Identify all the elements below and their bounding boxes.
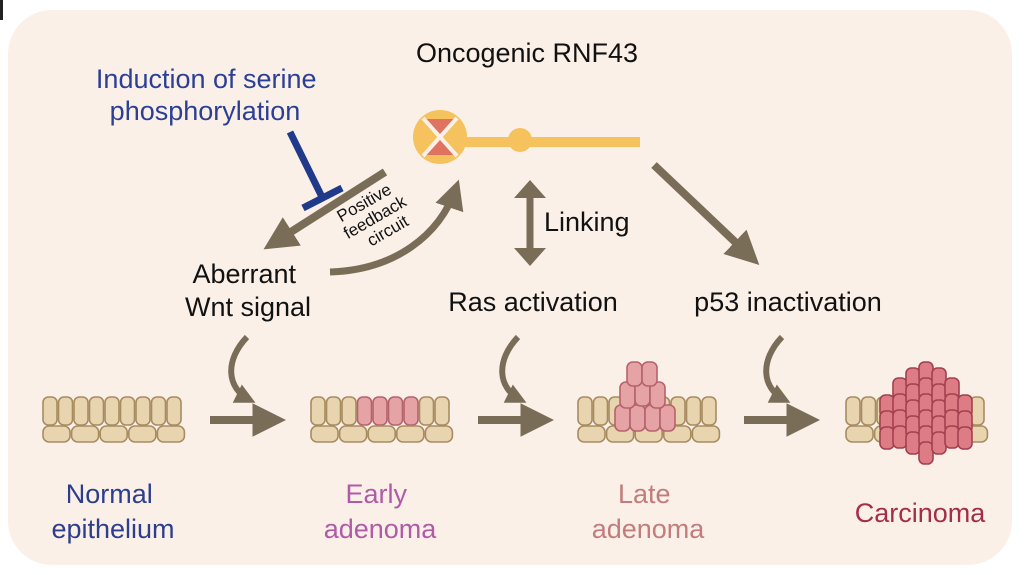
ras-activation-label: Ras activation [448,287,618,317]
epithelial-cell [104,396,120,426]
rnf43-to-p53-arrow [651,162,760,265]
basal-cell [577,425,606,443]
basal-cell [691,425,721,443]
induction-line-1: Induction of serine [96,64,317,94]
early-line-2: adenoma [324,514,438,544]
p53-curved-arrow [763,334,791,403]
tumor-cell [918,441,934,465]
epithelial-cell [88,396,105,426]
normal-line-2: epithelium [51,514,174,544]
epithelial-cell [73,396,89,426]
linking-double-arrow [514,180,546,266]
late-line-2: adenoma [592,514,706,544]
epithelial-cell [356,396,373,426]
linking-label: Linking [544,207,630,237]
rnf43-protein-icon [413,110,640,164]
tumor-cell [931,431,947,455]
epithelial-cell [310,396,326,426]
stage-label-late: Late adenoma [592,479,706,544]
epithelial-cell [403,396,419,426]
epithelial-cell [341,396,357,426]
epithelial-cell [860,396,877,426]
epithelial-cell [592,396,609,426]
stage-label-early: Early adenoma [324,479,438,544]
basal-cell [338,425,368,443]
tumor-cell [944,425,960,449]
induction-label: Induction of serine phosphorylation [96,64,324,126]
early-line-1: Early [345,479,407,509]
basal-cell [845,425,874,443]
late-adenoma-cells [577,361,721,443]
basal-cell [367,425,397,443]
epithelial-cell [685,396,702,426]
early-adenoma-cells [310,396,454,443]
basal-cell [395,425,425,443]
corner-mark [0,0,3,20]
normal-line-1: Normal [66,479,153,509]
adenoma-cell [641,361,658,387]
epithelial-cell [701,396,717,426]
feedback-curved-arrow [329,179,464,276]
epithelial-cell [57,396,74,426]
wnt-curved-arrow [228,334,256,403]
inhibition-bar-icon [286,130,344,212]
p53-inactivation-label: p53 inactivation [694,287,882,317]
late-line-1: Late [618,479,671,509]
epithelial-cell [135,396,151,426]
epithelial-cell [42,396,58,426]
epithelial-cell [434,396,450,426]
wnt-label: Aberrant Wnt signal [185,259,311,322]
basal-cell [310,425,339,443]
adenoma-cell [614,404,631,432]
stage-label-carcinoma: Carcinoma [855,498,987,528]
normal-epithelium-cells [42,396,186,443]
carcinoma-cells [845,361,989,465]
adenoma-cell [626,361,643,387]
rnf43-to-wnt-arrow [263,168,388,250]
basal-cell [99,425,128,443]
epithelial-cell [577,396,593,426]
wnt-line-1: Aberrant [192,259,296,289]
title-oncogenic-rnf43: Oncogenic RNF43 [416,38,638,68]
induction-line-2: phosphorylation [110,96,301,126]
tumor-cell [905,431,921,455]
tumor-cell [892,425,908,449]
stage-label-normal: Normal epithelium [51,479,174,544]
epithelial-cell [150,396,167,426]
basal-cell [42,425,71,443]
epithelial-cell [418,396,435,426]
epithelial-cell [325,396,342,426]
adenoma-cell [629,404,646,432]
epithelial-cell [119,396,136,426]
basal-cell [128,425,157,443]
epithelial-cell [166,396,182,426]
wnt-line-2: Wnt signal [185,292,311,322]
adenoma-cell [644,404,661,432]
epithelial-cell [845,396,861,426]
tumor-cell [879,426,895,450]
ras-curved-arrow [499,334,527,403]
epithelial-cell [387,396,404,426]
epithelial-cell [372,396,388,426]
basal-cell [156,425,186,443]
basal-cell [70,425,100,443]
adenoma-cell [659,404,676,432]
tumor-cell [957,426,973,450]
basal-cell [424,425,454,443]
